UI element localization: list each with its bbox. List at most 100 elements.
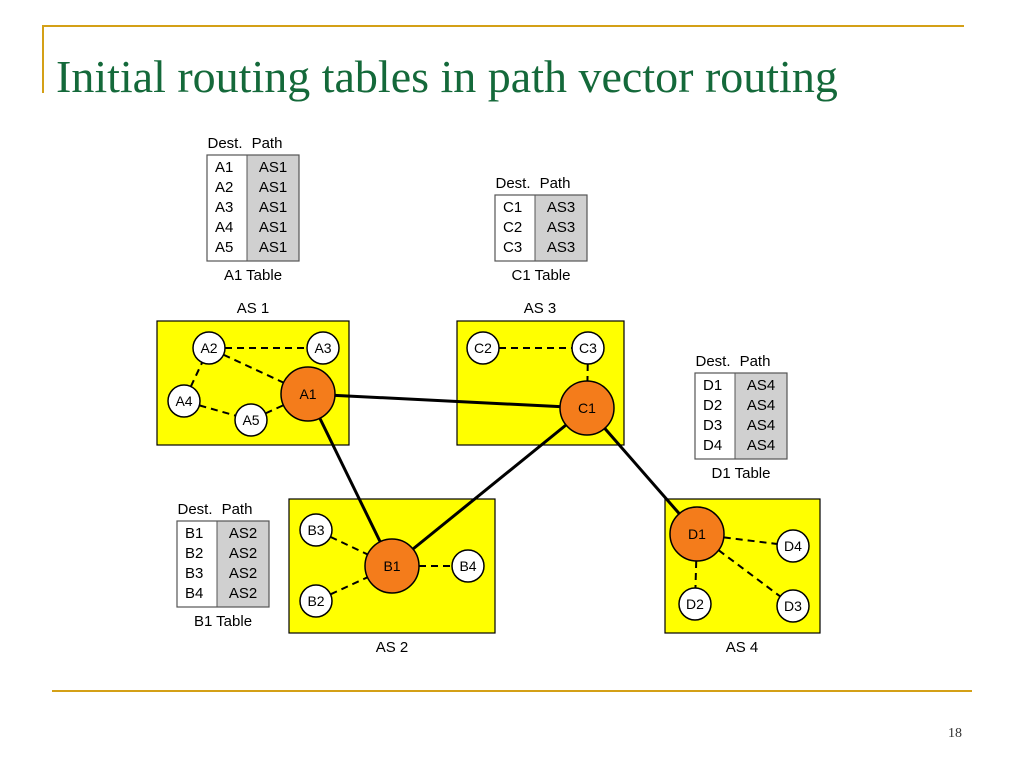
- table-cell-path: AS2: [229, 545, 257, 562]
- table-cell-path: AS2: [229, 565, 257, 582]
- table-cell-path: AS1: [259, 219, 287, 236]
- interior-router-node: [776, 589, 810, 623]
- interior-router-node: [306, 331, 340, 365]
- border-router-node: [280, 366, 336, 422]
- border-router-node: [669, 506, 725, 562]
- inter-as-link-a1-b1: [318, 417, 382, 543]
- router-label: C3: [579, 340, 597, 356]
- table-cell-path: AS2: [229, 525, 257, 542]
- table-header-dest: Dest.: [207, 135, 242, 152]
- table-cell-dest: A4: [215, 219, 233, 236]
- router-label: D2: [686, 596, 704, 612]
- interior-router-node: [571, 331, 605, 365]
- table-cell-dest: B4: [185, 585, 203, 602]
- intra-as-link-d1-d3: [717, 549, 781, 598]
- router-c2: C2: [466, 331, 500, 365]
- title-accent-bar-horizontal: [42, 25, 964, 27]
- table-cell-path: AS1: [259, 179, 287, 196]
- router-d3: D3: [776, 589, 810, 623]
- table-cell-dest: D1: [703, 377, 722, 394]
- table-cell-path: AS4: [747, 377, 775, 394]
- intra-as-link-d1-d2: [694, 560, 698, 589]
- router-label: B1: [383, 558, 400, 574]
- table-cell-dest: B3: [185, 565, 203, 582]
- intra-as-link-d1-d4: [723, 536, 778, 546]
- border-router-node: [559, 380, 615, 436]
- router-label: B4: [459, 558, 476, 574]
- table-path-column: [535, 195, 587, 261]
- router-b1: B1: [364, 538, 420, 594]
- interior-router-node: [167, 384, 201, 418]
- table-dest-column: [177, 521, 217, 607]
- interior-router-node: [299, 513, 333, 547]
- table-cell-dest: B1: [185, 525, 203, 542]
- inter-as-link-c1-d1: [603, 427, 681, 515]
- intra-as-link-a5-a1: [265, 404, 284, 415]
- router-label: D4: [784, 538, 802, 554]
- router-label: A4: [175, 393, 192, 409]
- table-cell-path: AS1: [259, 159, 287, 176]
- slide-title: Initial routing tables in path vector ro…: [56, 51, 838, 102]
- router-label: D3: [784, 598, 802, 614]
- table-cell-dest: B2: [185, 545, 203, 562]
- table-cell-path: AS4: [747, 397, 775, 414]
- router-a3: A3: [306, 331, 340, 365]
- router-label: A3: [314, 340, 331, 356]
- table-cell-dest: C2: [503, 219, 522, 236]
- table-cell-path: AS4: [747, 417, 775, 434]
- table-header-path: Path: [540, 175, 571, 192]
- as-label: AS 2: [376, 639, 409, 656]
- as-label: AS 1: [237, 300, 270, 317]
- router-b3: B3: [299, 513, 333, 547]
- table-cell-dest: C3: [503, 239, 522, 256]
- router-c3: C3: [571, 331, 605, 365]
- border-router-node: [364, 538, 420, 594]
- router-a2: A2: [192, 331, 226, 365]
- router-label: B3: [307, 522, 324, 538]
- table-cell-path: AS1: [259, 199, 287, 216]
- as-label: AS 3: [524, 300, 557, 317]
- router-b4: B4: [451, 549, 485, 583]
- table-cell-path: AS4: [747, 437, 775, 454]
- table-header-dest: Dest.: [177, 501, 212, 518]
- table-cell-dest: A2: [215, 179, 233, 196]
- router-a1: A1: [280, 366, 336, 422]
- intra-as-link-a4-a2: [189, 362, 204, 387]
- router-label: D1: [688, 526, 706, 542]
- interior-router-node: [234, 403, 268, 437]
- interior-router-node: [466, 331, 500, 365]
- router-d2: D2: [678, 587, 712, 621]
- router-label: A5: [242, 412, 259, 428]
- table-cell-path: AS1: [259, 239, 287, 256]
- interior-router-node: [451, 549, 485, 583]
- router-d1: D1: [669, 506, 725, 562]
- router-label: C1: [578, 400, 596, 416]
- table-cell-dest: D2: [703, 397, 722, 414]
- router-label: B2: [307, 593, 324, 609]
- table-header-path: Path: [222, 501, 253, 518]
- table-caption: C1 Table: [512, 267, 571, 284]
- table-header-path: Path: [740, 353, 771, 370]
- table-cell-dest: A1: [215, 159, 233, 176]
- footer-rule: [52, 690, 972, 692]
- inter-as-link-b1-c1: [412, 423, 567, 551]
- table-cell-dest: D4: [703, 437, 722, 454]
- table-caption: D1 Table: [712, 465, 771, 482]
- table-header-path: Path: [252, 135, 283, 152]
- intra-as-link-a4-a5: [199, 404, 236, 417]
- interior-router-node: [192, 331, 226, 365]
- table-outline: [494, 194, 588, 262]
- table-header-dest: Dest.: [495, 175, 530, 192]
- table-outline: [694, 372, 788, 460]
- table-cell-dest: A3: [215, 199, 233, 216]
- table-cell-dest: A5: [215, 239, 233, 256]
- table-cell-path: AS3: [547, 219, 575, 236]
- table-path-column: [217, 521, 269, 607]
- intra-as-link-b3-b1: [330, 535, 369, 556]
- table-cell-path: AS3: [547, 199, 575, 216]
- router-label: A2: [200, 340, 217, 356]
